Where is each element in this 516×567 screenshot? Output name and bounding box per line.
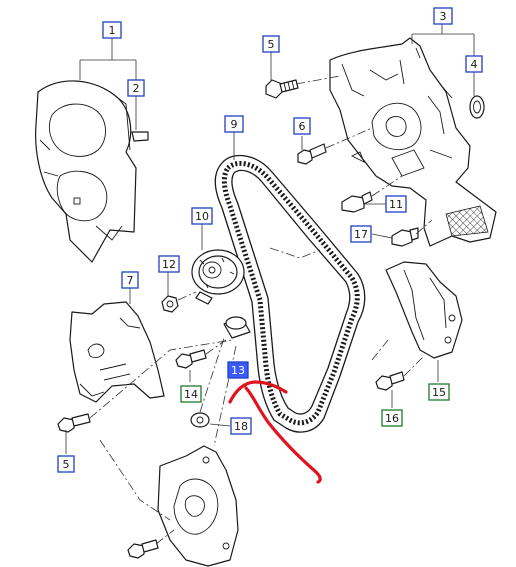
callout-c18: 18: [230, 417, 252, 435]
callout-c5b: 5: [57, 455, 75, 473]
callout-box: [127, 79, 145, 97]
part-upper-front-cover: [35, 80, 137, 263]
callout-box: [227, 361, 249, 379]
callout-c4: 4: [465, 55, 483, 73]
callout-c16: 16: [381, 409, 403, 427]
callout-box: [158, 255, 180, 273]
part-bolt-top: [265, 79, 299, 99]
callout-number: 11: [389, 198, 403, 211]
part-bolt-16: [375, 371, 405, 391]
callout-box: [262, 35, 280, 53]
callout-number: 18: [234, 420, 248, 433]
callout-box: [180, 385, 202, 403]
callout-c7: 7: [121, 271, 139, 289]
callout-number: 15: [432, 386, 446, 399]
callout-c12: 12: [158, 255, 180, 273]
callout-number: 9: [231, 118, 238, 131]
callout-c17: 17: [350, 225, 372, 243]
part-lower-backplate: [157, 445, 239, 567]
callout-c1: 1: [102, 21, 122, 39]
part-rear-cover: [329, 37, 497, 247]
callout-box: [230, 417, 252, 435]
callout-box: [433, 7, 453, 25]
red-annotation-arrow: [228, 380, 322, 484]
part-timing-belt: [214, 154, 366, 433]
callout-box: [121, 271, 139, 289]
part-nut-18: [190, 412, 210, 428]
part-cover-clip: [131, 131, 149, 142]
callout-c13: 13: [227, 361, 249, 379]
callout-number: 10: [195, 210, 209, 223]
part-nut-12: [161, 295, 179, 313]
callout-number: 13: [231, 364, 245, 377]
callout-number: 5: [268, 38, 275, 51]
callout-number: 17: [354, 228, 368, 241]
callout-number: 16: [385, 412, 399, 425]
callout-c5a: 5: [262, 35, 280, 53]
callout-c15: 15: [428, 383, 450, 401]
callout-number: 12: [162, 258, 176, 271]
callout-box: [385, 195, 407, 213]
callout-number: 6: [299, 120, 306, 133]
callout-box: [428, 383, 450, 401]
part-stud-11: [341, 191, 373, 213]
callout-box: [381, 409, 403, 427]
part-lower-right-cover: [385, 261, 463, 359]
part-bolt-14: [175, 349, 207, 369]
callout-box: [224, 115, 244, 133]
callout-number: 5: [63, 458, 70, 471]
callout-c3: 3: [433, 7, 453, 25]
callout-c10: 10: [191, 207, 213, 225]
callout-c2: 2: [127, 79, 145, 97]
callout-c14: 14: [180, 385, 202, 403]
callout-c11: 11: [385, 195, 407, 213]
part-bolt-bottom: [127, 539, 159, 559]
callout-box: [57, 455, 75, 473]
callout-number: 1: [109, 24, 116, 37]
callout-c6: 6: [293, 117, 311, 135]
callout-number: 14: [184, 388, 198, 401]
callout-box: [293, 117, 311, 135]
part-tensioner-pulley: [191, 249, 245, 305]
part-idler-roller: [223, 316, 251, 339]
callout-box: [102, 21, 122, 39]
part-bolt-6: [297, 143, 327, 165]
callout-box: [465, 55, 483, 73]
callout-number: 3: [440, 10, 447, 23]
leader-lines: [65, 24, 475, 545]
callout-box: [350, 225, 372, 243]
part-bolt-left: [57, 413, 91, 433]
part-lower-left-cover: [69, 301, 165, 403]
callout-number: 7: [127, 274, 134, 287]
part-grommet: [469, 95, 485, 119]
callout-c9: 9: [224, 115, 244, 133]
callout-number: 2: [133, 82, 140, 95]
callout-box: [191, 207, 213, 225]
part-stud-17: [391, 227, 419, 247]
callout-number: 4: [471, 58, 478, 71]
